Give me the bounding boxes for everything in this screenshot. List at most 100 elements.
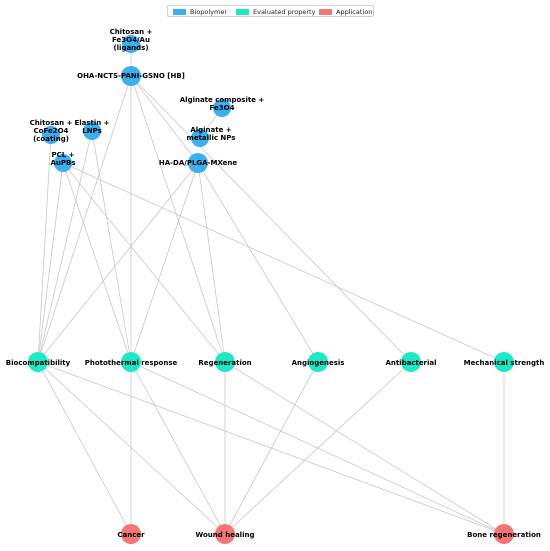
node-label-cancer: Cancer xyxy=(117,531,145,539)
node-pcl: PCL +AuPBs xyxy=(50,151,76,172)
edge-oha-ncts-to-regeneration xyxy=(130,75,226,363)
node-label-angiogenesis: Angiogenesis xyxy=(292,359,345,367)
edge-pcl-to-photothermal xyxy=(62,162,132,363)
node-photothermal: Photothermal response xyxy=(85,352,178,372)
node-label-line: Mechanical strength xyxy=(464,359,545,367)
legend-swatch-application xyxy=(319,8,332,15)
node-circle-regeneration xyxy=(215,352,235,372)
node-label-biocompatibility: Biocompatibility xyxy=(6,359,71,367)
edge-biocompatibility-to-bone-regeneration xyxy=(37,361,505,535)
edge-ha-da-to-regeneration xyxy=(197,162,226,363)
node-mechanical: Mechanical strength xyxy=(464,352,545,372)
node-circle-photothermal xyxy=(121,352,141,372)
edge-regeneration-to-bone-regeneration xyxy=(224,361,505,535)
node-alginate-metallic: Alginate +metallic NPs xyxy=(187,126,236,147)
node-alginate-composite: Alginate composite +Fe3O4 xyxy=(180,96,265,117)
node-chitosan-cofe2o4: Chitosan +CoFe2O4(coating) xyxy=(30,119,73,144)
node-antibacterial: Antibacterial xyxy=(385,352,437,372)
node-label-alginate-metallic: Alginate +metallic NPs xyxy=(187,126,236,142)
edge-oha-ncts-to-antibacterial xyxy=(130,75,412,363)
legend-label-evaluated-property: Evaluated property xyxy=(253,7,316,16)
node-circle-pcl xyxy=(54,154,72,172)
node-circle-alginate-metallic xyxy=(191,129,209,147)
edge-elastin-to-biocompatibility xyxy=(37,130,93,363)
node-label-line: Elastin + xyxy=(74,119,109,127)
edge-ha-da-to-angiogenesis xyxy=(197,162,319,363)
node-circle-angiogenesis xyxy=(308,352,328,372)
legend-item-biopolymer: Biopolymer xyxy=(173,7,227,16)
legend-item-evaluated-property: Evaluated property xyxy=(236,7,315,16)
node-ha-da: HA-DA/PLGA-MXene xyxy=(159,153,238,173)
edge-photothermal-to-wound-healing xyxy=(130,361,226,535)
node-label-line: Chitosan + xyxy=(30,119,73,127)
legend-swatch-biopolymer xyxy=(173,8,186,15)
node-circle-mechanical xyxy=(494,352,514,372)
edge-pcl-to-regeneration xyxy=(62,162,226,363)
legend-swatch-evaluated-property xyxy=(236,8,249,15)
node-circle-antibacterial xyxy=(401,352,421,372)
node-circle-chitosan-cofe2o4 xyxy=(42,126,60,144)
node-label-line: Angiogenesis xyxy=(292,359,345,367)
node-label-line: Alginate composite + xyxy=(180,96,265,104)
node-label-line: (coating) xyxy=(33,135,69,143)
node-label-line: (ligands) xyxy=(113,44,148,52)
node-label-mechanical: Mechanical strength xyxy=(464,359,545,367)
node-label-chitosan-fe3o4-au: Chitosan +Fe3O4/Au(ligands) xyxy=(110,28,153,52)
node-label-line: Fe3O4/Au xyxy=(112,36,150,44)
node-regeneration: Regeneration xyxy=(198,352,252,372)
node-label-line: Chitosan + xyxy=(110,28,153,36)
node-label-antibacterial: Antibacterial xyxy=(385,359,436,367)
legend: Biopolymer Evaluated property Applicatio… xyxy=(167,5,374,17)
node-label-line: Photothermal response xyxy=(85,359,178,367)
node-label-line: HA-DA/PLGA-MXene xyxy=(159,159,238,167)
node-label-pcl: PCL +AuPBs xyxy=(50,151,75,167)
node-circle-ha-da xyxy=(188,153,208,173)
node-label-line: Biocompatibility xyxy=(6,359,71,367)
node-elastin: Elastin +LNPs xyxy=(74,119,110,140)
edge-oha-ncts-to-ha-da xyxy=(130,75,199,164)
nodes-layer: Chitosan +Fe3O4/Au(ligands)OHA-NCTS-PANI… xyxy=(6,28,545,544)
node-label-regeneration: Regeneration xyxy=(198,359,251,367)
node-label-wound-healing: Wound healing xyxy=(196,531,255,539)
node-circle-elastin xyxy=(83,122,101,140)
edge-biocompatibility-to-cancer xyxy=(37,361,132,535)
edge-ha-da-to-photothermal xyxy=(130,162,199,363)
node-circle-wound-healing xyxy=(215,524,235,544)
node-circle-oha-ncts xyxy=(121,66,141,86)
node-circle-chitosan-fe3o4-au xyxy=(122,35,140,53)
node-circle-cancer xyxy=(121,524,141,544)
node-label-oha-ncts: OHA-NCTS-PANI-GSNO [HB] xyxy=(77,72,185,80)
node-label-line: Antibacterial xyxy=(385,359,436,367)
node-oha-ncts: OHA-NCTS-PANI-GSNO [HB] xyxy=(77,66,185,86)
edge-ha-da-to-biocompatibility xyxy=(37,162,199,363)
node-chitosan-fe3o4-au: Chitosan +Fe3O4/Au(ligands) xyxy=(110,28,153,53)
edge-oha-ncts-to-biocompatibility xyxy=(37,75,132,363)
node-label-line: LNPs xyxy=(82,127,102,135)
node-circle-alginate-composite xyxy=(213,99,231,117)
node-label-ha-da: HA-DA/PLGA-MXene xyxy=(159,159,238,167)
node-wound-healing: Wound healing xyxy=(196,524,255,544)
node-label-line: Wound healing xyxy=(196,531,255,539)
node-label-line: PCL + xyxy=(51,151,74,159)
node-label-bone-regeneration: Bone regeneration xyxy=(467,531,541,539)
node-biocompatibility: Biocompatibility xyxy=(6,352,71,372)
legend-label-application: Application xyxy=(336,7,373,16)
node-label-line: OHA-NCTS-PANI-GSNO [HB] xyxy=(77,72,185,80)
edges-layer xyxy=(37,44,505,535)
node-label-line: metallic NPs xyxy=(187,134,236,142)
node-angiogenesis: Angiogenesis xyxy=(292,352,345,372)
edge-elastin-to-photothermal xyxy=(91,130,132,363)
node-label-line: Alginate + xyxy=(190,126,231,134)
node-label-line: AuPBs xyxy=(50,159,75,167)
edge-angiogenesis-to-wound-healing xyxy=(224,361,319,535)
node-label-line: CoFe2O4 xyxy=(34,127,69,135)
node-label-line: Regeneration xyxy=(198,359,251,367)
legend-item-application: Application xyxy=(319,7,372,16)
node-label-elastin: Elastin +LNPs xyxy=(74,119,109,135)
node-label-photothermal: Photothermal response xyxy=(85,359,178,367)
node-cancer: Cancer xyxy=(117,524,145,544)
node-label-line: Fe3O4 xyxy=(210,104,235,112)
edge-chitosan-cofe2o4-to-biocompatibility xyxy=(37,134,52,363)
edge-antibacterial-to-wound-healing xyxy=(224,361,412,535)
node-label-chitosan-cofe2o4: Chitosan +CoFe2O4(coating) xyxy=(30,119,73,143)
